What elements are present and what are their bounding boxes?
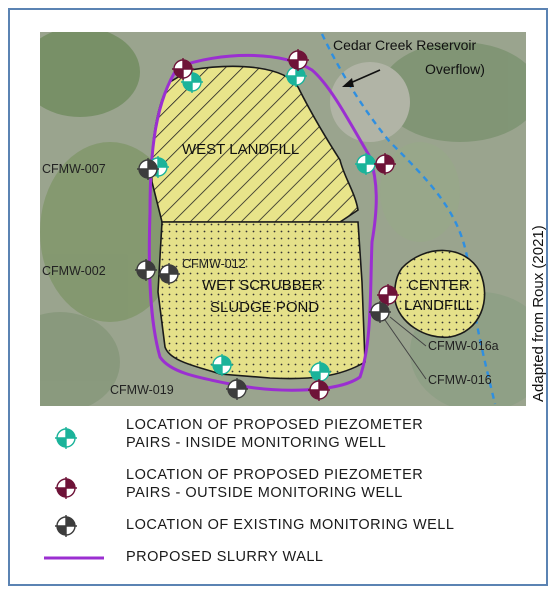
well-label-cfmw-002: CFMW-002 [42,264,106,278]
reservoir-boundary-line [320,33,497,405]
slurry-wall-icon [44,556,104,560]
legend-label-outside: LOCATION OF PROPOSED PIEZOMETER PAIRS - … [126,467,424,501]
well-label-cfmw-016: CFMW-016 [428,373,492,387]
legend-item-outside: LOCATION OF PROPOSED PIEZOMETER PAIRS - … [40,466,526,506]
legend-item-existing: LOCATION OF EXISTING MONITORING WELL [40,514,526,544]
legend-label-wall: PROPOSED SLURRY WALL [126,549,324,565]
wet-scrubber-sludge-pond-area [157,221,366,380]
center-landfill-label-line1: CENTER [408,277,470,294]
source-credit: Adapted from Roux (2021) [530,225,547,402]
well-label-cfmw-012: CFMW-012 [182,257,246,271]
legend-item-wall: PROPOSED SLURRY WALL [40,548,526,576]
well-leader-lines [384,316,427,380]
wet-scrubber-label-line2: SLUDGE POND [210,299,319,316]
inside-piezometer-icon [54,426,78,450]
legend-item-inside: LOCATION OF PROPOSED PIEZOMETER PAIRS - … [40,416,526,456]
figure-frame: WEST LANDFILL WET SCRUBBER SLUDGE POND C… [8,8,548,586]
reservoir-arrow [342,69,381,87]
center-landfill-label-line2: LANDFILL [404,297,474,314]
reservoir-label: Cedar Creek Reservoir Overflow) [333,37,485,77]
outside-piezometer-icon [54,476,78,500]
wet-scrubber-label-line1: WET SCRUBBER [202,277,323,294]
legend: LOCATION OF PROPOSED PIEZOMETER PAIRS - … [40,406,526,586]
existing-well-icon [54,514,78,538]
legend-label-existing: LOCATION OF EXISTING MONITORING WELL [126,517,455,533]
well-label-cfmw-007: CFMW-007 [42,162,106,176]
proposed-slurry-wall [147,53,378,392]
well-label-cfmw-019: CFMW-019 [110,383,174,397]
west-landfill-label: WEST LANDFILL [182,141,299,158]
well-label-cfmw-016a: CFMW-016a [428,339,499,353]
legend-label-inside: LOCATION OF PROPOSED PIEZOMETER PAIRS - … [126,417,424,451]
site-map: WEST LANDFILL WET SCRUBBER SLUDGE POND C… [40,32,526,406]
